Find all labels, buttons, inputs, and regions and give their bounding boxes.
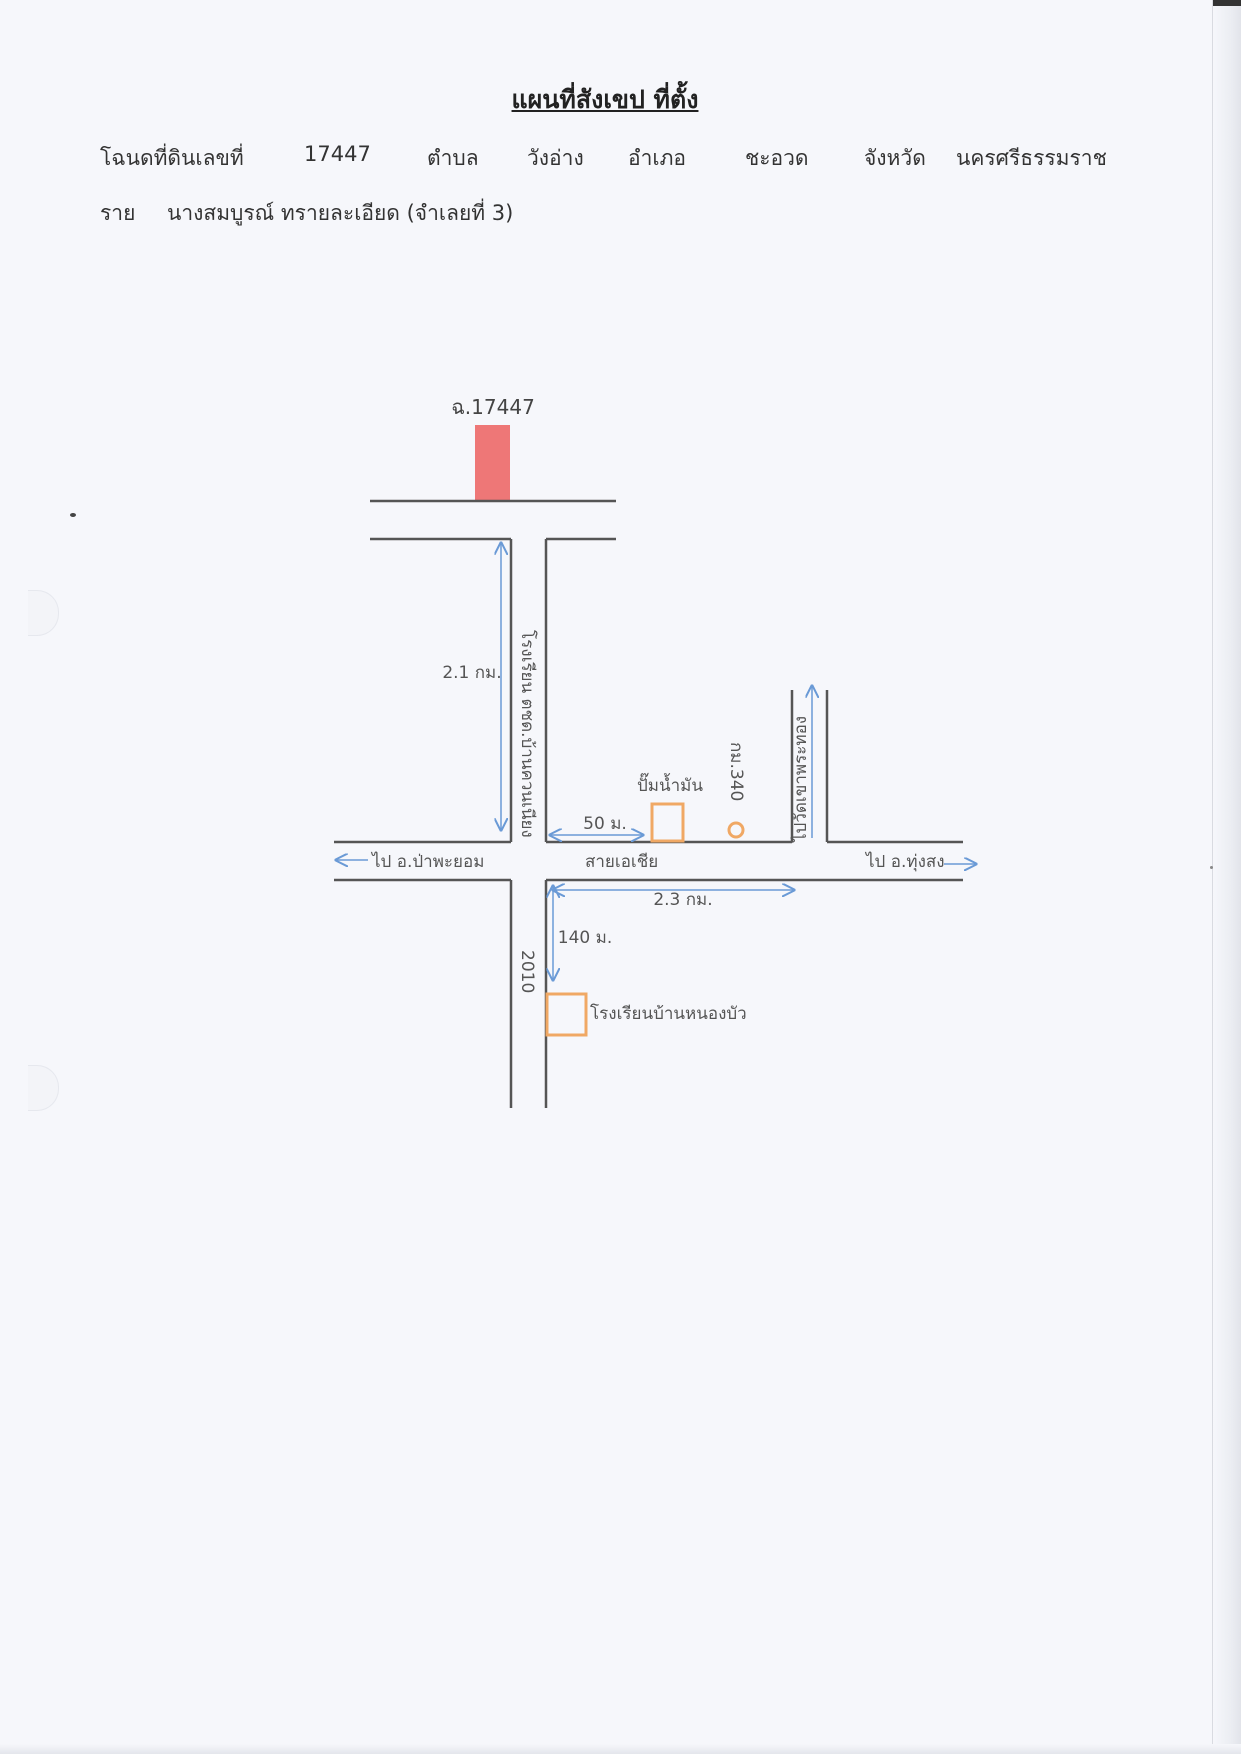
gas-station-marker [650,802,685,843]
province-value: นครศรีธรรมราช [956,146,1107,170]
parcel-17447 [475,425,510,501]
school-nongbua-marker [545,992,588,1037]
distance-label-2-1km: 2.1 กม. [442,663,501,683]
province-label: จังหวัด [864,146,926,170]
page-edge-bottom [0,1744,1241,1754]
distance-label-50m: 50 ม. [583,814,627,834]
scan-speck [1210,866,1213,869]
scan-speck [70,513,76,517]
km-340-marker [727,821,745,839]
gas-station-label: ปั๊มน้ำมัน [637,772,703,796]
page-edge-right [1212,0,1241,1754]
highway-name-label: สายเอเชีย [585,852,658,872]
distance-label-140m: 140 ม. [558,928,612,948]
page-title: แผนที่สังเขป ที่ตั้ง [511,85,699,114]
school-road-label: โรงเรียน ตชด.บ้านควนเนียง [517,630,538,838]
to-west-label: ไป อ.ป่าพะยอม [370,851,484,872]
owner-label: ราย [100,201,136,225]
district-label: อำเภอ [628,146,687,170]
wat-road-label: ไปวัดเขาพระทอง [790,716,811,844]
deed-label: โฉนดที่ดินเลขที่ [100,146,244,170]
deed-number: 17447 [304,142,371,166]
distance-label-2-3km: 2.3 กม. [653,890,712,910]
subdistrict-value: วังอ่าง [527,146,584,170]
road-2010-label: 2010 [517,950,537,993]
km-marker-label: กม.340 [726,742,746,801]
owner-name: นางสมบูรณ์ ทรายละเอียด (จำเลยที่ 3) [167,201,514,225]
scan-corner-mark [1213,0,1241,6]
district-value: ชะอวด [745,146,809,170]
to-east-label: ไป อ.ทุ่งสง [864,851,945,872]
subdistrict-label: ตำบล [427,146,479,170]
parcel-label: ฉ.17447 [451,395,535,419]
school-nongbua-label: โรงเรียนบ้านหนองบัว [590,1003,747,1024]
